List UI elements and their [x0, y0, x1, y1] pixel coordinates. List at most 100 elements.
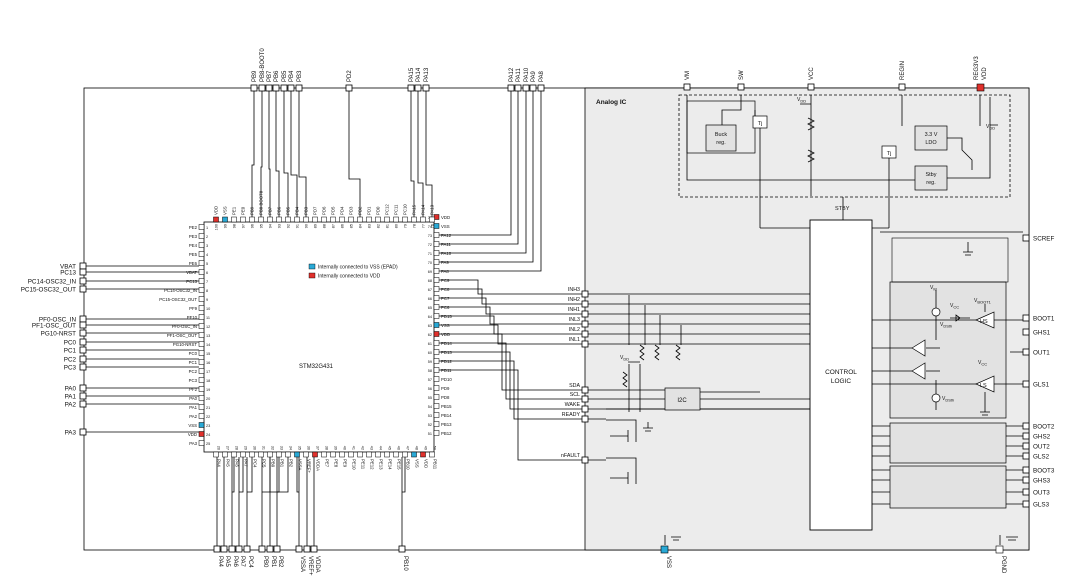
scref-wire-box [891, 237, 1009, 283]
ext-left-connector [79, 262, 87, 270]
mcu-pin-bottom-label: PE14 [388, 459, 393, 470]
pgnd-pin-label: PGND [1000, 556, 1006, 574]
ext-top-label: PB7 [267, 70, 273, 82]
mcu-pin-bottom-number: 28 [235, 446, 239, 450]
mcu-pin-left-number: 25 [206, 442, 210, 446]
mcu-pin-left-number: 8 [206, 289, 208, 293]
mcu-pin-left-number: 1 [206, 226, 208, 230]
mcu-pin-left-number: 18 [206, 379, 210, 383]
gate-driver-phase-2 [889, 422, 1007, 464]
mcu-pin-bottom-number: 46 [397, 446, 401, 450]
mcu-pin-right-number: 63 [428, 324, 432, 328]
mcu-pin-right [433, 412, 440, 418]
analog-right-pin [1022, 380, 1030, 388]
ext-bottom-connector [213, 545, 221, 553]
mcu-pin-bottom-label: PE12 [370, 459, 375, 470]
mcu-pin-bottom-label: PE15 [397, 459, 402, 470]
mcu-pin-left [198, 368, 205, 374]
mcu-pin-right-number: 58 [428, 369, 432, 373]
mcu-pin-top-label: PE1 [232, 206, 237, 215]
ext-bottom-label: PB10 [402, 556, 408, 571]
logic-top-wires [760, 227, 1023, 233]
analog-top-label: SW [739, 70, 745, 80]
mcu-pin-top-label: PD7 [313, 206, 318, 215]
analog-right-label: GLS2 [1033, 453, 1050, 460]
ext-top-connector [514, 84, 522, 92]
mcu-pin-top [357, 216, 363, 223]
mcu-pin-top-label: PD6 [322, 206, 327, 215]
mcu-pin-top [294, 216, 300, 223]
control-logic-label-2: LOGIC [831, 378, 852, 385]
mcu-pin-left [198, 359, 205, 365]
mcu-pin-bottom [375, 451, 381, 458]
mcu-pin-right-number: 53 [428, 414, 432, 418]
mcu-pin-right [433, 421, 440, 427]
ext-bottom-label: PA4 [217, 556, 223, 568]
mcu-pin-top-number: 82 [377, 224, 381, 228]
analog-input-label: INH3 [568, 287, 580, 293]
ext-bottom-connector [235, 545, 243, 553]
mcu-pin-top [258, 216, 264, 223]
mcu-pin-bottom [330, 451, 336, 458]
mcu-pin-right-number: 66 [428, 297, 432, 301]
mcu-pin-right [433, 349, 440, 355]
mcu-pin-bottom-number: 26 [217, 446, 221, 450]
analog-input-pin [581, 320, 589, 328]
mcu-pin-bottom-number: 33 [280, 446, 284, 450]
mcu-pin-top-label: PC12 [385, 204, 390, 215]
mcu-pin-right [433, 277, 440, 283]
mcu-pin-right-number: 62 [428, 333, 432, 337]
mcu-pin-bottom-label: PB0 [271, 459, 276, 468]
analog-top-label: VM [685, 71, 691, 80]
mcu-pin-left [198, 233, 205, 239]
vss-pin [660, 545, 669, 554]
ext-bottom-wire-jog [402, 457, 406, 493]
mcu-pin-right-number: 55 [428, 396, 432, 400]
mcu-pin-right [433, 322, 440, 328]
mcu-pin-bottom [366, 451, 372, 458]
mcu-pin-left [198, 287, 205, 293]
legend-vdd-swatch [308, 272, 316, 279]
mcu-package [203, 221, 435, 453]
mcu-pin-bottom-number: 34 [289, 446, 293, 450]
ext-top-connector [250, 84, 258, 92]
mcu-pin-bottom-label: VSSA [298, 459, 303, 471]
mcu-to-analog-wire [439, 324, 582, 345]
mcu-pin-top [339, 216, 345, 223]
mcu-pin-left-number: 3 [206, 244, 208, 248]
mcu-to-analog-wire [439, 360, 582, 420]
mcu-pin-right [433, 358, 440, 364]
mcu-pin-top-number: 88 [323, 224, 327, 228]
mcu-pin-bottom-number: 47 [406, 446, 410, 450]
mcu-pin-bottom [294, 451, 300, 458]
mcu-pin-right [433, 376, 440, 382]
ext-left-connector [79, 355, 87, 363]
mcu-pin-bottom-label: VSS [415, 459, 420, 468]
ext-top-label: PB6 [274, 70, 280, 82]
ext-top-wire [348, 91, 361, 217]
analog-right-pin [1022, 348, 1030, 356]
analog-input-label: INH1 [568, 307, 580, 313]
mcu-pin-right-label: PD8 [441, 395, 450, 400]
analog-right-label: GHS1 [1033, 329, 1051, 336]
ext-top-wire [439, 91, 527, 254]
analog-right-label: BOOT3 [1033, 467, 1055, 474]
ext-top-wire [298, 91, 307, 217]
mcu-pin-top-number: 99 [224, 224, 228, 228]
mcu-pin-left-number: 17 [206, 370, 210, 374]
mcu-pin-bottom-label: PC4 [253, 459, 258, 468]
mcu-pin-top [420, 216, 426, 223]
mcu-pin-left-label: PF2 [189, 387, 197, 392]
mcu-pin-bottom-number: 42 [361, 446, 365, 450]
analog-top-label: VDD [982, 67, 988, 80]
i2c-label: I2C [677, 398, 687, 404]
analog-input-label: READY [562, 412, 581, 418]
analog-input-pin [581, 300, 589, 308]
mcu-to-analog-wire [439, 342, 582, 400]
mcu-pin-top-label: PC11 [394, 204, 399, 215]
mcu-pin-bottom [339, 451, 345, 458]
ext-top-wire [439, 91, 519, 245]
mcu-to-analog-wire [439, 279, 582, 295]
vds-comparators [911, 339, 926, 380]
